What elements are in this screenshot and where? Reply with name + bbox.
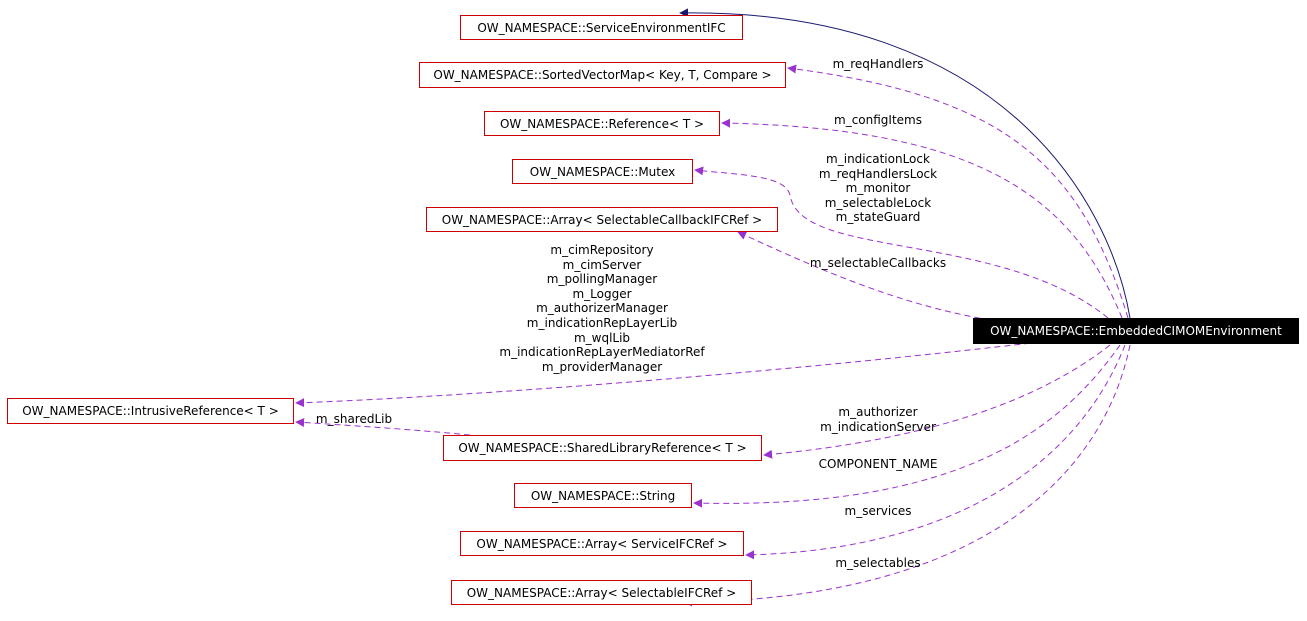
edge-shared-library-reference xyxy=(763,344,1111,459)
edge-selectables xyxy=(683,344,1131,607)
edge-inherit-service-env xyxy=(679,8,1131,319)
edge-req-handlers xyxy=(787,64,1129,319)
node-embedded-cimom-environment[interactable]: OW_NAMESPACE::EmbeddedCIMOMEnvironment xyxy=(973,318,1299,344)
node-mutex[interactable]: OW_NAMESPACE::Mutex xyxy=(512,159,693,184)
label-shared-lib: m_sharedLib xyxy=(315,412,393,426)
edge-intrusive-reference xyxy=(295,341,1041,408)
label-intrusive-members: m_cimRepository m_cimServer m_pollingMan… xyxy=(499,243,705,374)
label-selectables: m_selectables xyxy=(835,556,921,570)
edge-string xyxy=(693,344,1121,508)
label-services: m_services xyxy=(844,504,912,518)
node-array-selectable-callback[interactable]: OW_NAMESPACE::Array< SelectableCallbackI… xyxy=(426,207,778,232)
label-config-items: m_configItems xyxy=(834,113,922,127)
node-shared-library-reference[interactable]: OW_NAMESPACE::SharedLibraryReference< T … xyxy=(443,435,762,461)
edge-shared-lib xyxy=(295,418,481,437)
edge-config-items xyxy=(721,118,1123,319)
label-shared-lib-members: m_authorizer m_indicationServer xyxy=(820,405,936,434)
label-mutex-members: m_indicationLock m_reqHandlersLock m_mon… xyxy=(818,152,938,225)
edge-selectable-callbacks xyxy=(737,231,991,321)
node-reference[interactable]: OW_NAMESPACE::Reference< T > xyxy=(484,111,720,136)
label-selectable-callbacks: m_selectableCallbacks xyxy=(809,256,947,270)
node-array-selectable[interactable]: OW_NAMESPACE::Array< SelectableIFCRef > xyxy=(451,580,752,605)
node-service-environment-ifc[interactable]: OW_NAMESPACE::ServiceEnvironmentIFC xyxy=(460,15,743,40)
label-component-name: COMPONENT_NAME xyxy=(818,457,938,471)
node-intrusive-reference[interactable]: OW_NAMESPACE::IntrusiveReference< T > xyxy=(7,398,294,424)
edge-mutex xyxy=(694,166,1109,319)
node-string[interactable]: OW_NAMESPACE::String xyxy=(514,483,692,508)
node-sorted-vector-map[interactable]: OW_NAMESPACE::SortedVectorMap< Key, T, C… xyxy=(419,62,786,88)
node-array-service[interactable]: OW_NAMESPACE::Array< ServiceIFCRef > xyxy=(460,531,744,556)
edge-services xyxy=(745,344,1126,560)
label-req-handlers: m_reqHandlers xyxy=(832,57,924,71)
